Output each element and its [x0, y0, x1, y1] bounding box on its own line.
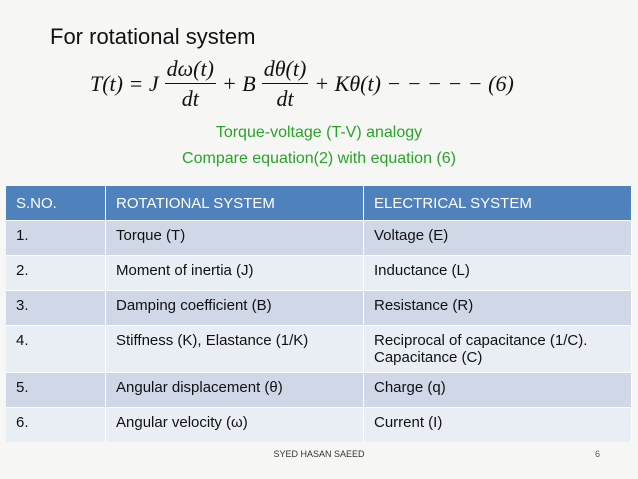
page-number: 6: [594, 449, 600, 459]
table-row: 3. Damping coefficient (B) Resistance (R…: [6, 290, 632, 326]
cell-electrical: Voltage (E): [363, 220, 632, 256]
table-header-row: S.NO. ROTATIONAL SYSTEM ELECTRICAL SYSTE…: [6, 186, 632, 221]
analogy-title: Torque-voltage (T-V) analogy: [215, 124, 423, 141]
table-row: 1. Torque (T) Voltage (E): [6, 220, 632, 256]
header-sno: S.NO.: [6, 186, 106, 221]
table-row: 5. Angular displacement (θ) Charge (q): [6, 372, 632, 408]
equation-plus-b: + B: [221, 71, 256, 96]
slide-heading: For rotational system: [50, 24, 256, 49]
cell-rotational: Angular velocity (ω): [105, 407, 364, 442]
cell-electrical: Resistance (R): [363, 290, 632, 326]
fraction-omega: dω(t) dt: [164, 58, 216, 111]
cell-electrical: Current (I): [363, 407, 632, 442]
cell-rotational: Angular displacement (θ): [105, 372, 364, 408]
cell-sno: 6.: [6, 407, 106, 442]
analogy-text: Torque-voltage (T-V) analogy Compare equ…: [0, 124, 638, 168]
cell-rotational: Damping coefficient (B): [105, 290, 364, 326]
cell-sno: 5.: [6, 372, 106, 408]
header-rotational: ROTATIONAL SYSTEM: [105, 186, 364, 221]
fraction-omega-numerator: dω(t): [164, 58, 216, 84]
cell-sno: 4.: [6, 325, 106, 373]
header-electrical: ELECTRICAL SYSTEM: [363, 186, 632, 221]
cell-rotational: Torque (T): [105, 220, 364, 256]
compare-note: Compare equation(2) with equation (6): [182, 150, 456, 167]
fraction-theta-denominator: dt: [276, 86, 294, 111]
cell-rotational: Moment of inertia (J): [105, 255, 364, 291]
equation-tail: + Kθ(t) − − − − − (6): [314, 71, 514, 96]
cell-sno: 3.: [6, 290, 106, 326]
cell-rotational: Stiffness (K), Elastance (1/K): [105, 325, 364, 373]
table-row: 2. Moment of inertia (J) Inductance (L): [6, 255, 632, 291]
analogy-table: S.NO. ROTATIONAL SYSTEM ELECTRICAL SYSTE…: [6, 186, 632, 442]
cell-electrical: Inductance (L): [363, 255, 632, 291]
cell-electrical: Reciprocal of capacitance (1/C). Capacit…: [363, 325, 632, 373]
footer-author: SYED HASAN SAEED: [273, 449, 365, 459]
table-row: 6. Angular velocity (ω) Current (I): [6, 407, 632, 442]
fraction-omega-denominator: dt: [181, 86, 199, 111]
fraction-theta-numerator: dθ(t): [261, 58, 309, 84]
equation-lhs: T(t) = J: [90, 71, 159, 96]
cell-sno: 1.: [6, 220, 106, 256]
cell-sno: 2.: [6, 255, 106, 291]
torque-equation: T(t) = J dω(t) dt + B dθ(t) dt + Kθ(t) −…: [90, 58, 514, 110]
table-row: 4. Stiffness (K), Elastance (1/K) Recipr…: [6, 325, 632, 373]
cell-electrical: Charge (q): [363, 372, 632, 408]
fraction-theta: dθ(t) dt: [261, 58, 309, 111]
